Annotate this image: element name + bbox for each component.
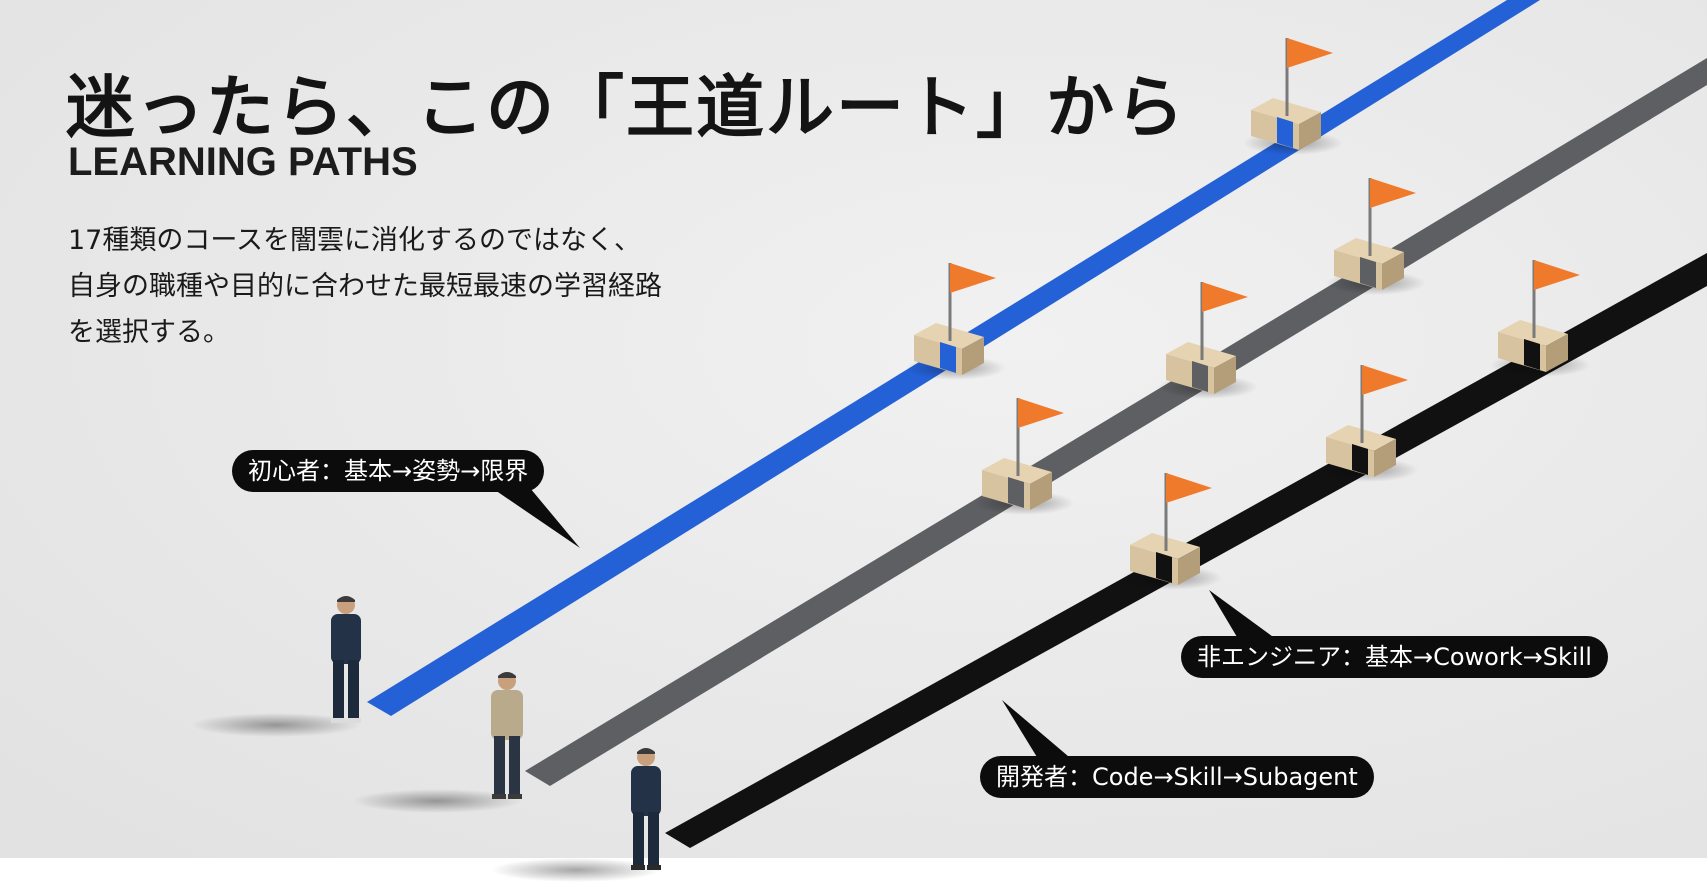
path-label-developer: 開発者：Code→Skill→Subagent: [980, 756, 1374, 798]
bubble-tail-non-engineer: [1209, 590, 1280, 642]
person-figure-non-engineer: [352, 672, 523, 813]
milestone-non-engineer-3: [1326, 178, 1426, 295]
milestone-beginner-1: [906, 263, 1006, 380]
bottom-band: [0, 858, 1707, 894]
description: 17種類のコースを闇雲に消化するのではなく、 自身の職種や目的に合わせた最短最速…: [68, 218, 662, 356]
path-label-non-engineer: 非エンジニア：基本→Cowork→Skill: [1181, 636, 1608, 678]
person-figure-beginner: [191, 596, 361, 737]
milestone-developer-1: [1122, 473, 1222, 590]
subheading: LEARNING PATHS: [68, 140, 418, 184]
bubble-tail-beginner: [492, 488, 580, 548]
milestone-developer-2: [1318, 365, 1418, 482]
bubble-tail-developer: [1002, 700, 1075, 762]
road-non-engineer: [525, 58, 1707, 786]
milestone-developer-3: [1490, 260, 1590, 377]
path-label-beginner: 初心者：基本→姿勢→限界: [232, 450, 545, 492]
person-figure-developer: [491, 748, 661, 882]
description-line-3: を選択する。: [68, 317, 230, 348]
milestone-non-engineer-2: [1158, 282, 1258, 399]
milestone-non-engineer-1: [974, 398, 1074, 515]
headline: 迷ったら、この「王道ルート」から: [66, 69, 1187, 148]
description-line-2: 自身の職種や目的に合わせた最短最速の学習経路: [68, 271, 662, 302]
milestone-beginner-2: [1243, 38, 1343, 155]
description-line-1: 17種類のコースを闇雲に消化するのではなく、: [68, 225, 642, 256]
